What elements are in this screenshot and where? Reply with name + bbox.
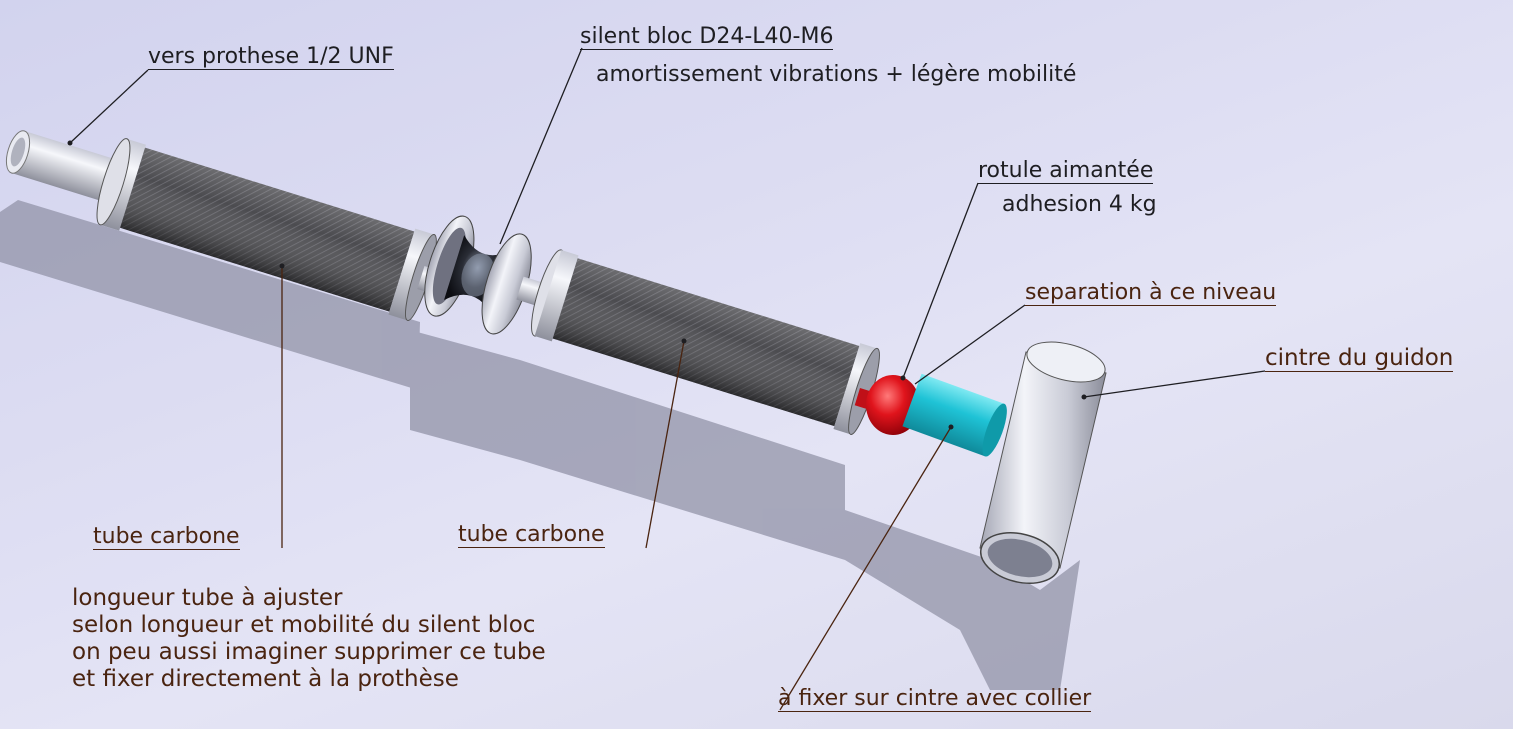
leader-lines-brown	[281, 266, 952, 711]
leader-line	[69, 69, 149, 144]
handlebar-tube	[979, 341, 1107, 584]
note-line: on peu aussi imaginer supprimer ce tube	[72, 639, 546, 665]
label-amortissement: amortissement vibrations + légère mobili…	[596, 62, 1077, 87]
label-rotule: rotule aimantée	[978, 158, 1154, 184]
cyan-connector	[902, 373, 1007, 457]
carbon-tube-1	[5, 130, 442, 322]
shadow	[0, 200, 1080, 690]
leader-line	[645, 340, 685, 549]
note-line: et fixer directement à la prothèse	[72, 666, 459, 692]
leader-dots	[67, 140, 1087, 430]
note-block: longueur tube à ajuster selon longueur e…	[72, 585, 546, 693]
leader-lines	[69, 47, 1266, 398]
label-fixer: à fixer sur cintre avec collier	[778, 686, 1092, 712]
label-separation: separation à ce niveau	[1025, 280, 1277, 306]
label-silent-bloc: silent bloc D24-L40-M6	[580, 24, 834, 50]
note-line: selon longueur et mobilité du silent blo…	[72, 612, 536, 638]
label-adhesion: adhesion 4 kg	[1002, 192, 1157, 217]
note-line: longueur tube à ajuster	[72, 585, 343, 611]
leader-line	[779, 426, 952, 711]
leader-line	[1083, 370, 1266, 398]
silent-bloc	[424, 215, 545, 335]
leader-line	[902, 182, 979, 379]
label-tube-carbone-2: tube carbone	[458, 522, 605, 548]
leader-line	[914, 304, 1026, 385]
label-cintre: cintre du guidon	[1265, 345, 1454, 372]
leader-line	[499, 47, 583, 245]
label-tube-carbone-1: tube carbone	[93, 524, 240, 550]
label-vers-prothese: vers prothese 1/2 UNF	[148, 44, 394, 70]
